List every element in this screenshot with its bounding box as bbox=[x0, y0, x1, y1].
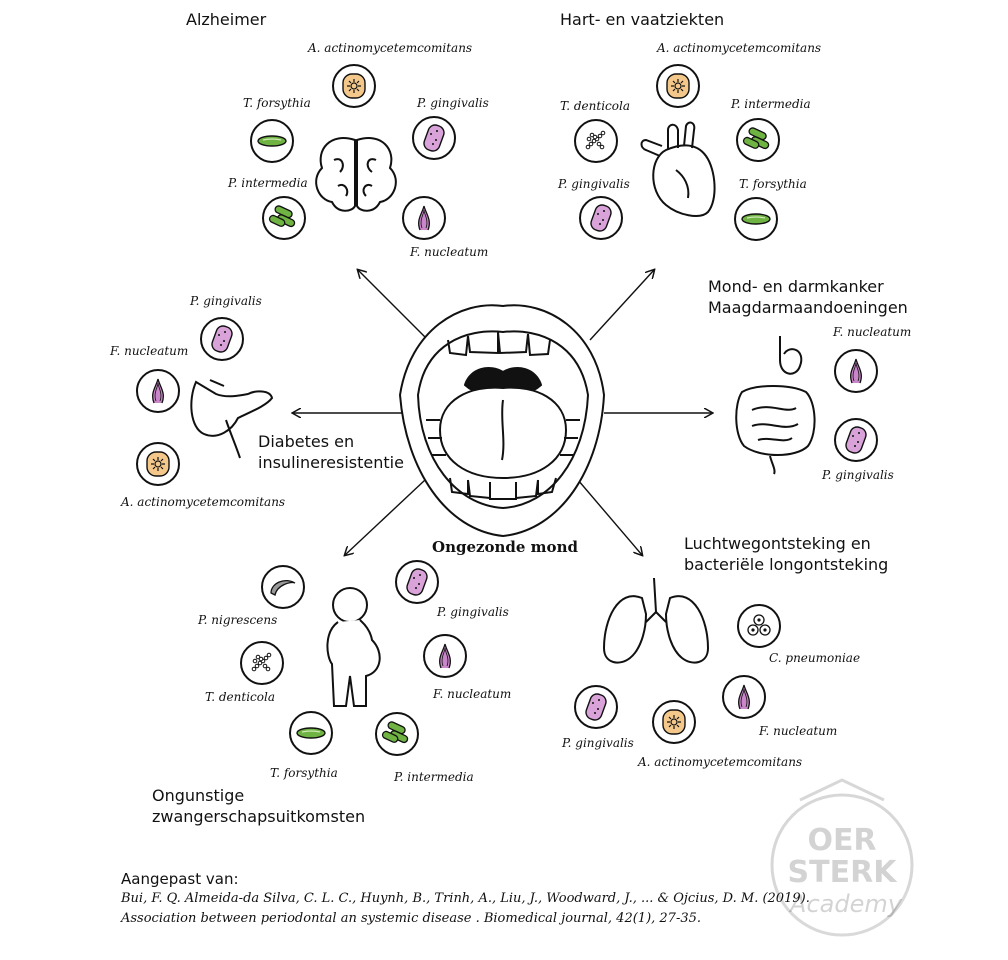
brain-icon bbox=[315, 137, 397, 212]
pregnant-woman-icon bbox=[326, 587, 381, 707]
lungs-icon bbox=[602, 577, 710, 664]
heading-pregnancy-1: Ongunstige bbox=[152, 786, 245, 805]
watermark-text-1: OER bbox=[807, 823, 876, 858]
bacteria-label: P. gingivalis bbox=[562, 736, 634, 750]
bacteria-label: T. denticola bbox=[560, 99, 630, 113]
bacteria-label: P. intermedia bbox=[228, 176, 308, 190]
bacteria-label: T. forsythia bbox=[739, 177, 807, 191]
arrow-pregnancy bbox=[345, 479, 426, 555]
citation-line-1: Bui, F. Q. Almeida-da Silva, C. L. C., H… bbox=[121, 891, 810, 906]
heading-diabetes-1: Diabetes en bbox=[258, 432, 355, 451]
center-label: Ongezonde mond bbox=[432, 538, 578, 556]
bacteria-label: F. nucleatum bbox=[833, 325, 912, 339]
pregnancy-bacteria bbox=[240, 560, 467, 756]
bacteria-label: T. forsythia bbox=[270, 766, 338, 780]
bacteria-label: F. nucleatum bbox=[433, 687, 512, 701]
heart-icon bbox=[640, 121, 716, 217]
bacteria-label: A. actinomycetemcomitans bbox=[638, 755, 803, 769]
citation-line-2: Association between periodontal an syste… bbox=[121, 911, 702, 926]
cancer-bacteria bbox=[834, 349, 878, 462]
heading-pregnancy-2: zwangerschapsuitkomsten bbox=[152, 807, 366, 826]
bacteria-label: P. gingivalis bbox=[190, 294, 262, 308]
bacteria-label: P. gingivalis bbox=[822, 468, 894, 482]
bacteria-label: P. gingivalis bbox=[417, 96, 489, 110]
arrow-respiratory bbox=[577, 479, 642, 555]
bacteria-label: P. gingivalis bbox=[437, 605, 509, 619]
heading-cancer-1: Mond- en darmkanker bbox=[708, 277, 884, 296]
bacteria-label: P. gingivalis bbox=[558, 177, 630, 191]
heading-cancer-2: Maagdarmaandoeningen bbox=[708, 298, 908, 317]
bacteria-label: P. intermedia bbox=[394, 770, 474, 784]
arrows bbox=[293, 270, 712, 555]
heading-diabetes-2: insulineresistentie bbox=[258, 453, 404, 472]
citation: Aangepast van: Bui, F. Q. Almeida-da Sil… bbox=[121, 869, 810, 929]
watermark-logo bbox=[770, 778, 914, 937]
intestine-icon bbox=[735, 336, 816, 475]
respiratory-bacteria bbox=[574, 604, 781, 744]
bacteria-label: P. intermedia bbox=[731, 97, 811, 111]
heading-alzheimer: Alzheimer bbox=[186, 10, 267, 29]
bacteria-label: A. actinomycetemcomitans bbox=[121, 495, 286, 509]
open-mouth-icon bbox=[398, 304, 606, 538]
bacteria-label: T. denticola bbox=[205, 690, 275, 704]
heading-cardio: Hart- en vaatziekten bbox=[560, 10, 725, 29]
bacteria-label: P. nigrescens bbox=[198, 613, 278, 627]
bacteria-label: F. nucleatum bbox=[759, 724, 838, 738]
bacteria-label: F. nucleatum bbox=[410, 245, 489, 259]
alzheimer-bacteria bbox=[250, 64, 456, 240]
bacteria-label: T. forsythia bbox=[243, 96, 311, 110]
bacteria-label: C. pneumoniae bbox=[769, 651, 861, 665]
bacteria-label: A. actinomycetemcomitans bbox=[308, 41, 473, 55]
arrow-alzheimer bbox=[358, 270, 429, 341]
citation-lead: Aangepast van: bbox=[121, 870, 239, 888]
heading-respiratory-1: Luchtwegontsteking en bbox=[684, 534, 871, 553]
heading-respiratory-2: bacteriële longontsteking bbox=[684, 555, 889, 574]
watermark-text-3: Academy bbox=[788, 890, 903, 918]
bacteria-label: A. actinomycetemcomitans bbox=[657, 41, 822, 55]
watermark-text-2: STERK bbox=[788, 855, 899, 890]
cardio-bacteria bbox=[574, 64, 780, 241]
bacteria-label: F. nucleatum bbox=[110, 344, 189, 358]
pancreas-icon bbox=[190, 379, 274, 459]
arrow-cardio bbox=[589, 270, 654, 341]
diabetes-bacteria bbox=[136, 317, 244, 486]
